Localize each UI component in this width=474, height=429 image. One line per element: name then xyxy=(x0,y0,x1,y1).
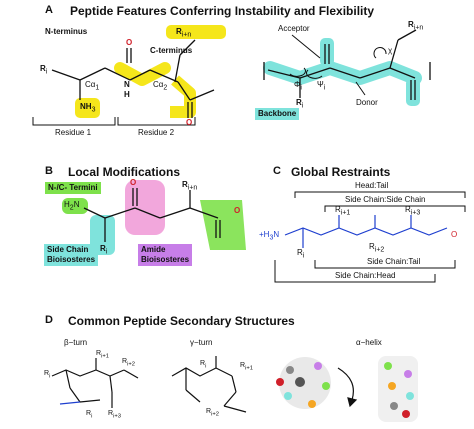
gamma-turn-label: γ−turn xyxy=(190,338,213,347)
panel-b-letter: B xyxy=(45,165,53,177)
panel-a: A Peptide Features Conferring Instabilit… xyxy=(0,0,474,150)
d-beta-ri1-label: Ri+1 xyxy=(96,350,110,360)
chi-label: χ xyxy=(388,46,393,55)
d-beta-ri-bottom-label: Ri xyxy=(86,410,93,420)
panel-b-title: Local Modifications xyxy=(68,165,181,179)
residue-2-label: Residue 2 xyxy=(138,128,175,137)
backbone-bonds xyxy=(263,29,431,100)
c-ri-label: Ri xyxy=(297,248,305,260)
panel-c: C Global Restraints Head:Tail Side Chain… xyxy=(255,160,474,310)
helix-arrow xyxy=(337,367,358,408)
panel-c-structure xyxy=(274,191,466,283)
carbonyl-o-label: O xyxy=(126,38,133,47)
nh3-label: NH3 xyxy=(80,102,96,114)
b-r-in-label: Ri+n xyxy=(182,180,198,192)
panel-d: D Common Peptide Secondary Structures β−… xyxy=(0,308,474,429)
amide-n-label: N xyxy=(124,80,130,89)
head-tail-label: Head:Tail xyxy=(355,181,389,190)
beta-turn-label: β−turn xyxy=(64,338,88,347)
c-o-label: O xyxy=(451,230,458,239)
panel-a-title: Peptide Features Conferring Instability … xyxy=(70,4,375,18)
c-terminus-highlight xyxy=(75,25,226,118)
n-terminus-label: N-terminus xyxy=(45,27,88,36)
d-gamma-ri2-label: Ri+2 xyxy=(206,408,220,418)
panel-d-letter: D xyxy=(45,314,53,326)
alpha-helix-model-1 xyxy=(276,357,331,409)
panel-a-letter: A xyxy=(45,4,53,16)
h2n-label: H2N xyxy=(64,200,80,212)
c-nh3-label: +H3N xyxy=(259,230,280,242)
panel-a-structures xyxy=(32,25,431,126)
ca2-label: Cα2 xyxy=(153,80,168,92)
beta-turn-structure xyxy=(51,358,139,408)
c-terminus-label: C-terminus xyxy=(150,46,193,55)
ca1-label: Cα1 xyxy=(85,80,100,92)
d-beta-ri-label: Ri xyxy=(44,370,51,380)
residue-1-label: Residue 1 xyxy=(55,128,92,137)
sc-sc-label: Side Chain:Side Chain xyxy=(345,195,426,204)
d-gamma-ri-label: Ri xyxy=(200,360,207,370)
c-ri3-label: Ri+3 xyxy=(405,205,421,217)
r-in-right-label: Ri+n xyxy=(408,20,424,32)
donor-label: Donor xyxy=(356,98,378,107)
amide-h-label: H xyxy=(124,90,130,99)
psi-label: Ψi xyxy=(317,80,326,92)
alpha-helix-model-2 xyxy=(378,356,418,422)
b-cterm-o-label: O xyxy=(234,206,241,215)
backbone-tag: Backbone xyxy=(255,108,300,120)
c-term-o-label: O xyxy=(186,118,193,127)
d-gamma-ri1-label: Ri+1 xyxy=(240,362,254,372)
c-ri1-label: Ri+1 xyxy=(335,205,351,217)
panel-c-letter: C xyxy=(273,165,281,177)
ri-right-label: Ri xyxy=(296,98,304,110)
termini-tag: N-/C- Termini xyxy=(45,182,101,194)
panel-b-structure xyxy=(62,180,246,255)
panel-c-title: Global Restraints xyxy=(291,165,391,179)
d-beta-ri2-label: Ri+2 xyxy=(122,358,136,368)
c-ri2-label: Ri+2 xyxy=(369,242,385,254)
panel-d-structures xyxy=(51,356,418,422)
b-o-label: O xyxy=(130,178,137,187)
rotation-arrows xyxy=(289,34,387,96)
residue-bonds xyxy=(51,39,215,118)
alpha-helix-label: α−helix xyxy=(356,338,382,347)
r-in-label: Ri+n xyxy=(176,27,192,39)
ri-label: Ri xyxy=(40,64,48,76)
b-ri-label: Ri xyxy=(100,244,108,256)
sc-head-label: Side Chain:Head xyxy=(335,271,396,280)
panel-d-title: Common Peptide Secondary Structures xyxy=(68,314,295,328)
d-beta-ri3-label: Ri+3 xyxy=(108,410,122,420)
residue-brackets xyxy=(32,117,196,126)
panel-b: B Local Modifications N-/C- Termini H2N … xyxy=(0,160,255,280)
sc-tail-label: Side Chain:Tail xyxy=(367,257,421,266)
acceptor-label: Acceptor xyxy=(278,24,310,33)
phi-label: Φi xyxy=(294,80,302,92)
gamma-turn-structure xyxy=(171,356,247,413)
backbone-highlight xyxy=(263,38,422,106)
